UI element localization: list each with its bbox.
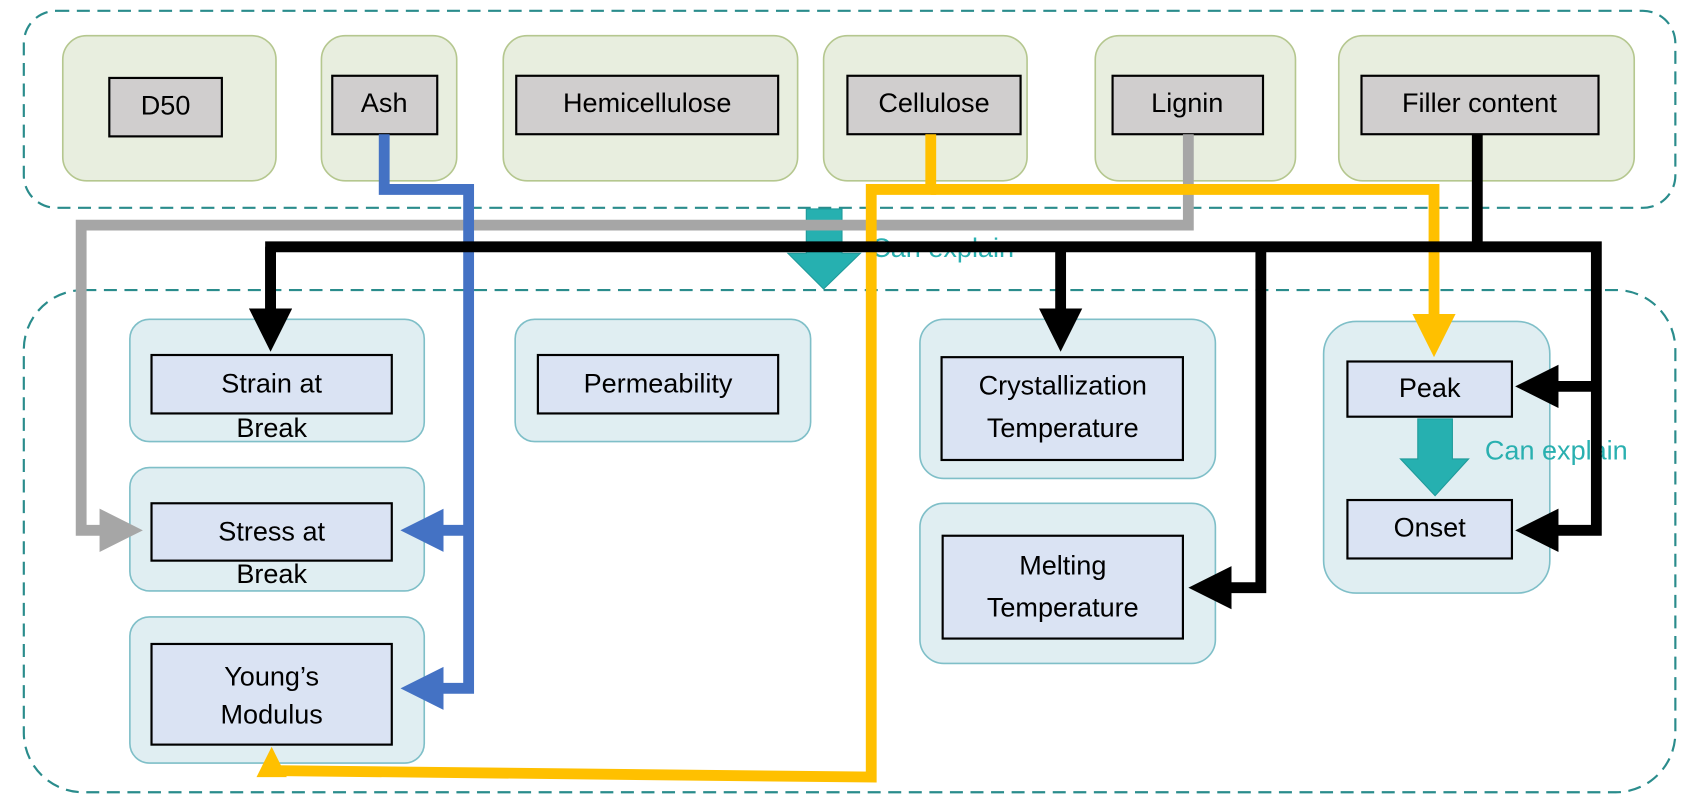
output-strain-at-break: Strain at Break — [129, 318, 426, 443]
svg-text:Temperature: Temperature — [987, 592, 1139, 622]
youngs-arrowhead-icon — [256, 746, 287, 778]
input-d50: D50 — [61, 34, 277, 182]
svg-text:Young’s: Young’s — [224, 662, 319, 692]
hemicellulose-label: Hemicellulose — [563, 88, 731, 118]
ash-label: Ash — [361, 88, 408, 118]
filler-label: Filler content — [1402, 88, 1557, 118]
output-permeability: Permeability — [514, 318, 812, 443]
input-cellulose: Cellulose — [822, 34, 1028, 182]
output-stress-at-break: Stress at Break — [129, 466, 426, 592]
filler-to-melting-link — [1188, 246, 1267, 610]
input-hemicellulose: Hemicellulose — [502, 34, 799, 182]
peak-can-explain-label: Can explain — [1485, 436, 1628, 466]
output-crystallization-temperature: Crystallization Temperature — [919, 318, 1217, 480]
d50-label: D50 — [141, 90, 191, 120]
peak-label: Peak — [1399, 373, 1461, 403]
svg-text:Stress at: Stress at — [218, 517, 325, 547]
output-youngs-modulus: Young’s Modulus — [129, 616, 426, 764]
svg-text:Temperature: Temperature — [987, 413, 1139, 443]
svg-text:Melting: Melting — [1019, 550, 1106, 580]
inputs-container — [22, 9, 1677, 209]
svg-text:Modulus: Modulus — [221, 700, 323, 730]
svg-text:Permeability: Permeability — [584, 368, 733, 398]
ash-to-youngs-link — [378, 134, 475, 710]
cellulose-to-peak-link — [930, 184, 1456, 358]
svg-text:Break: Break — [236, 559, 307, 589]
outputs-container — [22, 288, 1677, 794]
cellulose-label: Cellulose — [878, 88, 989, 118]
onset-label: Onset — [1394, 512, 1467, 542]
peak-explains-onset-arrow-icon — [1399, 418, 1470, 497]
input-filler-content: Filler content — [1337, 34, 1636, 182]
lignin-label: Lignin — [1151, 88, 1223, 118]
output-melting-temperature: Melting Temperature — [919, 502, 1217, 665]
svg-text:Crystallization: Crystallization — [979, 371, 1147, 401]
svg-text:Strain at: Strain at — [221, 368, 322, 398]
svg-text:Break: Break — [236, 413, 307, 443]
input-lignin: Lignin — [1094, 34, 1297, 182]
